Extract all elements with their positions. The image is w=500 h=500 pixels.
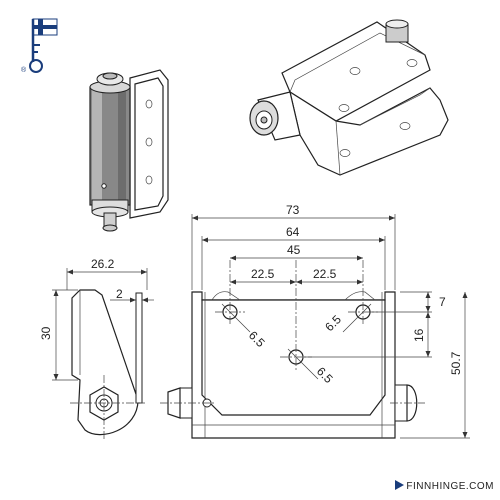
dim-hole-span: 45 [287, 243, 301, 257]
dim-hole-offset-left: 22.5 [251, 267, 275, 281]
brand-name: FINNHINGE.COM [406, 481, 494, 492]
hinge-iso-view-left [89, 69, 169, 232]
dim-overall-height: 50.7 [449, 351, 463, 375]
dim-side-depth: 26.2 [91, 257, 115, 271]
finnhinge-icon [395, 480, 405, 490]
dim-side-height: 30 [39, 326, 53, 340]
hinge-iso-view-right [249, 19, 449, 176]
dim-overall-width: 73 [286, 203, 300, 217]
brand-logo: ® [21, 18, 58, 74]
dim-inner-width: 64 [286, 225, 300, 239]
dim-plate-thickness: 2 [116, 287, 123, 301]
brand-footer: FINNHINGE.COM [395, 480, 494, 492]
hinge-side-view: 26.2 2 30 [39, 257, 154, 440]
dim-hole-vertical-spacing: 16 [412, 328, 426, 342]
trademark-symbol: ® [21, 66, 27, 74]
hinge-front-view: 73 64 45 22.5 22.5 6.5 6.5 6.5 7 16 [160, 203, 470, 439]
dim-top-to-hole: 7 [439, 295, 446, 309]
dim-hole-offset-right: 22.5 [313, 267, 337, 281]
